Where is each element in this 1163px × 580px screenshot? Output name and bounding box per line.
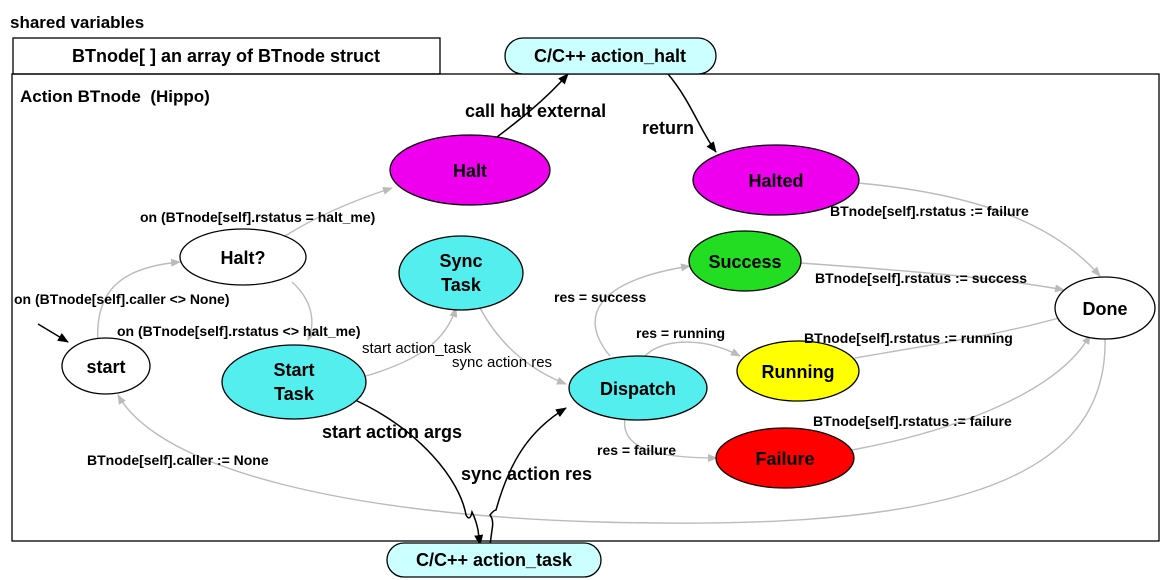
label-halt-check-to-start-task: on (BTnode[self].rstatus <> halt_me)	[117, 323, 360, 339]
edge-dispatch-to-failure	[623, 417, 718, 462]
btnode-array-label: BTnode[ ] an array of BTnode struct	[72, 46, 380, 66]
label-start-to-halt-check: on (BTnode[self].caller <> None)	[14, 291, 229, 307]
start-task-node[interactable]	[221, 344, 367, 420]
halt-label: Halt	[453, 161, 487, 181]
failure-label: Failure	[755, 449, 814, 469]
label-success-to-done: BTnode[self].rstatus := success	[815, 270, 1027, 286]
label-res-failure: res = failure	[597, 442, 676, 458]
edge-start-to-halt-check	[96, 258, 181, 347]
edge-done-to-start	[117, 336, 1106, 524]
sync-task-label-line1: Sync	[439, 251, 482, 271]
halt-check-label: Halt?	[221, 248, 266, 268]
label-res-running: res = running	[636, 325, 725, 341]
edge-start-task-to-sync-task	[365, 307, 458, 377]
edge-initial	[37, 323, 69, 343]
done-label: Done	[1083, 299, 1128, 319]
halted-label: Halted	[748, 171, 803, 191]
edge-halt-check-to-halt	[284, 186, 393, 237]
start-task-label-line1: Start	[273, 360, 314, 380]
label-running-to-done: BTnode[self].rstatus := running	[804, 330, 1013, 346]
edge-dispatch-to-success	[594, 263, 691, 357]
label-start-action-args: start action args	[322, 422, 462, 442]
btnode-array-box	[12, 37, 441, 75]
start-node[interactable]	[61, 337, 151, 395]
edge-start-task-to-action-task	[354, 399, 484, 546]
action-halt-node[interactable]	[504, 37, 717, 75]
start-label: start	[86, 357, 125, 377]
label-failure-to-done: BTnode[self].rstatus := failure	[813, 413, 1012, 429]
edge-dispatch-to-running	[644, 341, 741, 357]
done-node[interactable]	[1054, 276, 1156, 340]
dispatch-node[interactable]	[568, 355, 708, 421]
running-node[interactable]	[736, 340, 860, 402]
edge-action-task-to-dispatch	[489, 407, 567, 546]
action-box-title: Action BTnode (Hippo)	[20, 87, 210, 106]
label-sync-action-res: sync action res	[461, 464, 592, 484]
success-node[interactable]	[688, 230, 802, 292]
success-label: Success	[708, 252, 781, 272]
running-label: Running	[762, 362, 835, 382]
halt-node[interactable]	[389, 134, 551, 206]
action-task-label: C/C++ action_task	[416, 550, 573, 570]
edge-action-halt-to-halted	[667, 73, 717, 153]
edge-sync-task-to-dispatch	[479, 307, 567, 385]
label-call-halt-external: call halt external	[465, 101, 606, 121]
edge-halt-check-to-start-task	[291, 281, 316, 341]
shared-variables-label: shared variables	[10, 13, 144, 32]
label-to-halt: on (BTnode[self].rstatus = halt_me)	[140, 209, 375, 225]
label-return: return	[642, 118, 694, 138]
sync-task-label-line2: Task	[441, 275, 482, 295]
action-halt-label: C/C++ action_halt	[534, 46, 686, 66]
dispatch-label: Dispatch	[600, 379, 676, 399]
edge-failure-to-done	[851, 334, 1091, 451]
edge-running-to-done	[854, 314, 1067, 359]
label-sync-action-res-small: sync action res	[452, 354, 552, 371]
label-start-action-task: start action_task	[362, 340, 472, 357]
halt-check-node[interactable]	[179, 228, 307, 286]
failure-node[interactable]	[715, 427, 855, 489]
halted-node[interactable]	[692, 144, 860, 216]
start-task-label-line2: Task	[274, 384, 315, 404]
label-halted-to-done: BTnode[self].rstatus := failure	[830, 203, 1029, 219]
action-task-node[interactable]	[386, 542, 602, 578]
sync-task-node[interactable]	[398, 235, 524, 311]
label-done-to-start: BTnode[self].caller := None	[87, 452, 269, 468]
label-res-success: res = success	[554, 289, 646, 305]
edge-halted-to-done	[857, 182, 1101, 277]
edge-success-to-done	[799, 262, 1065, 293]
